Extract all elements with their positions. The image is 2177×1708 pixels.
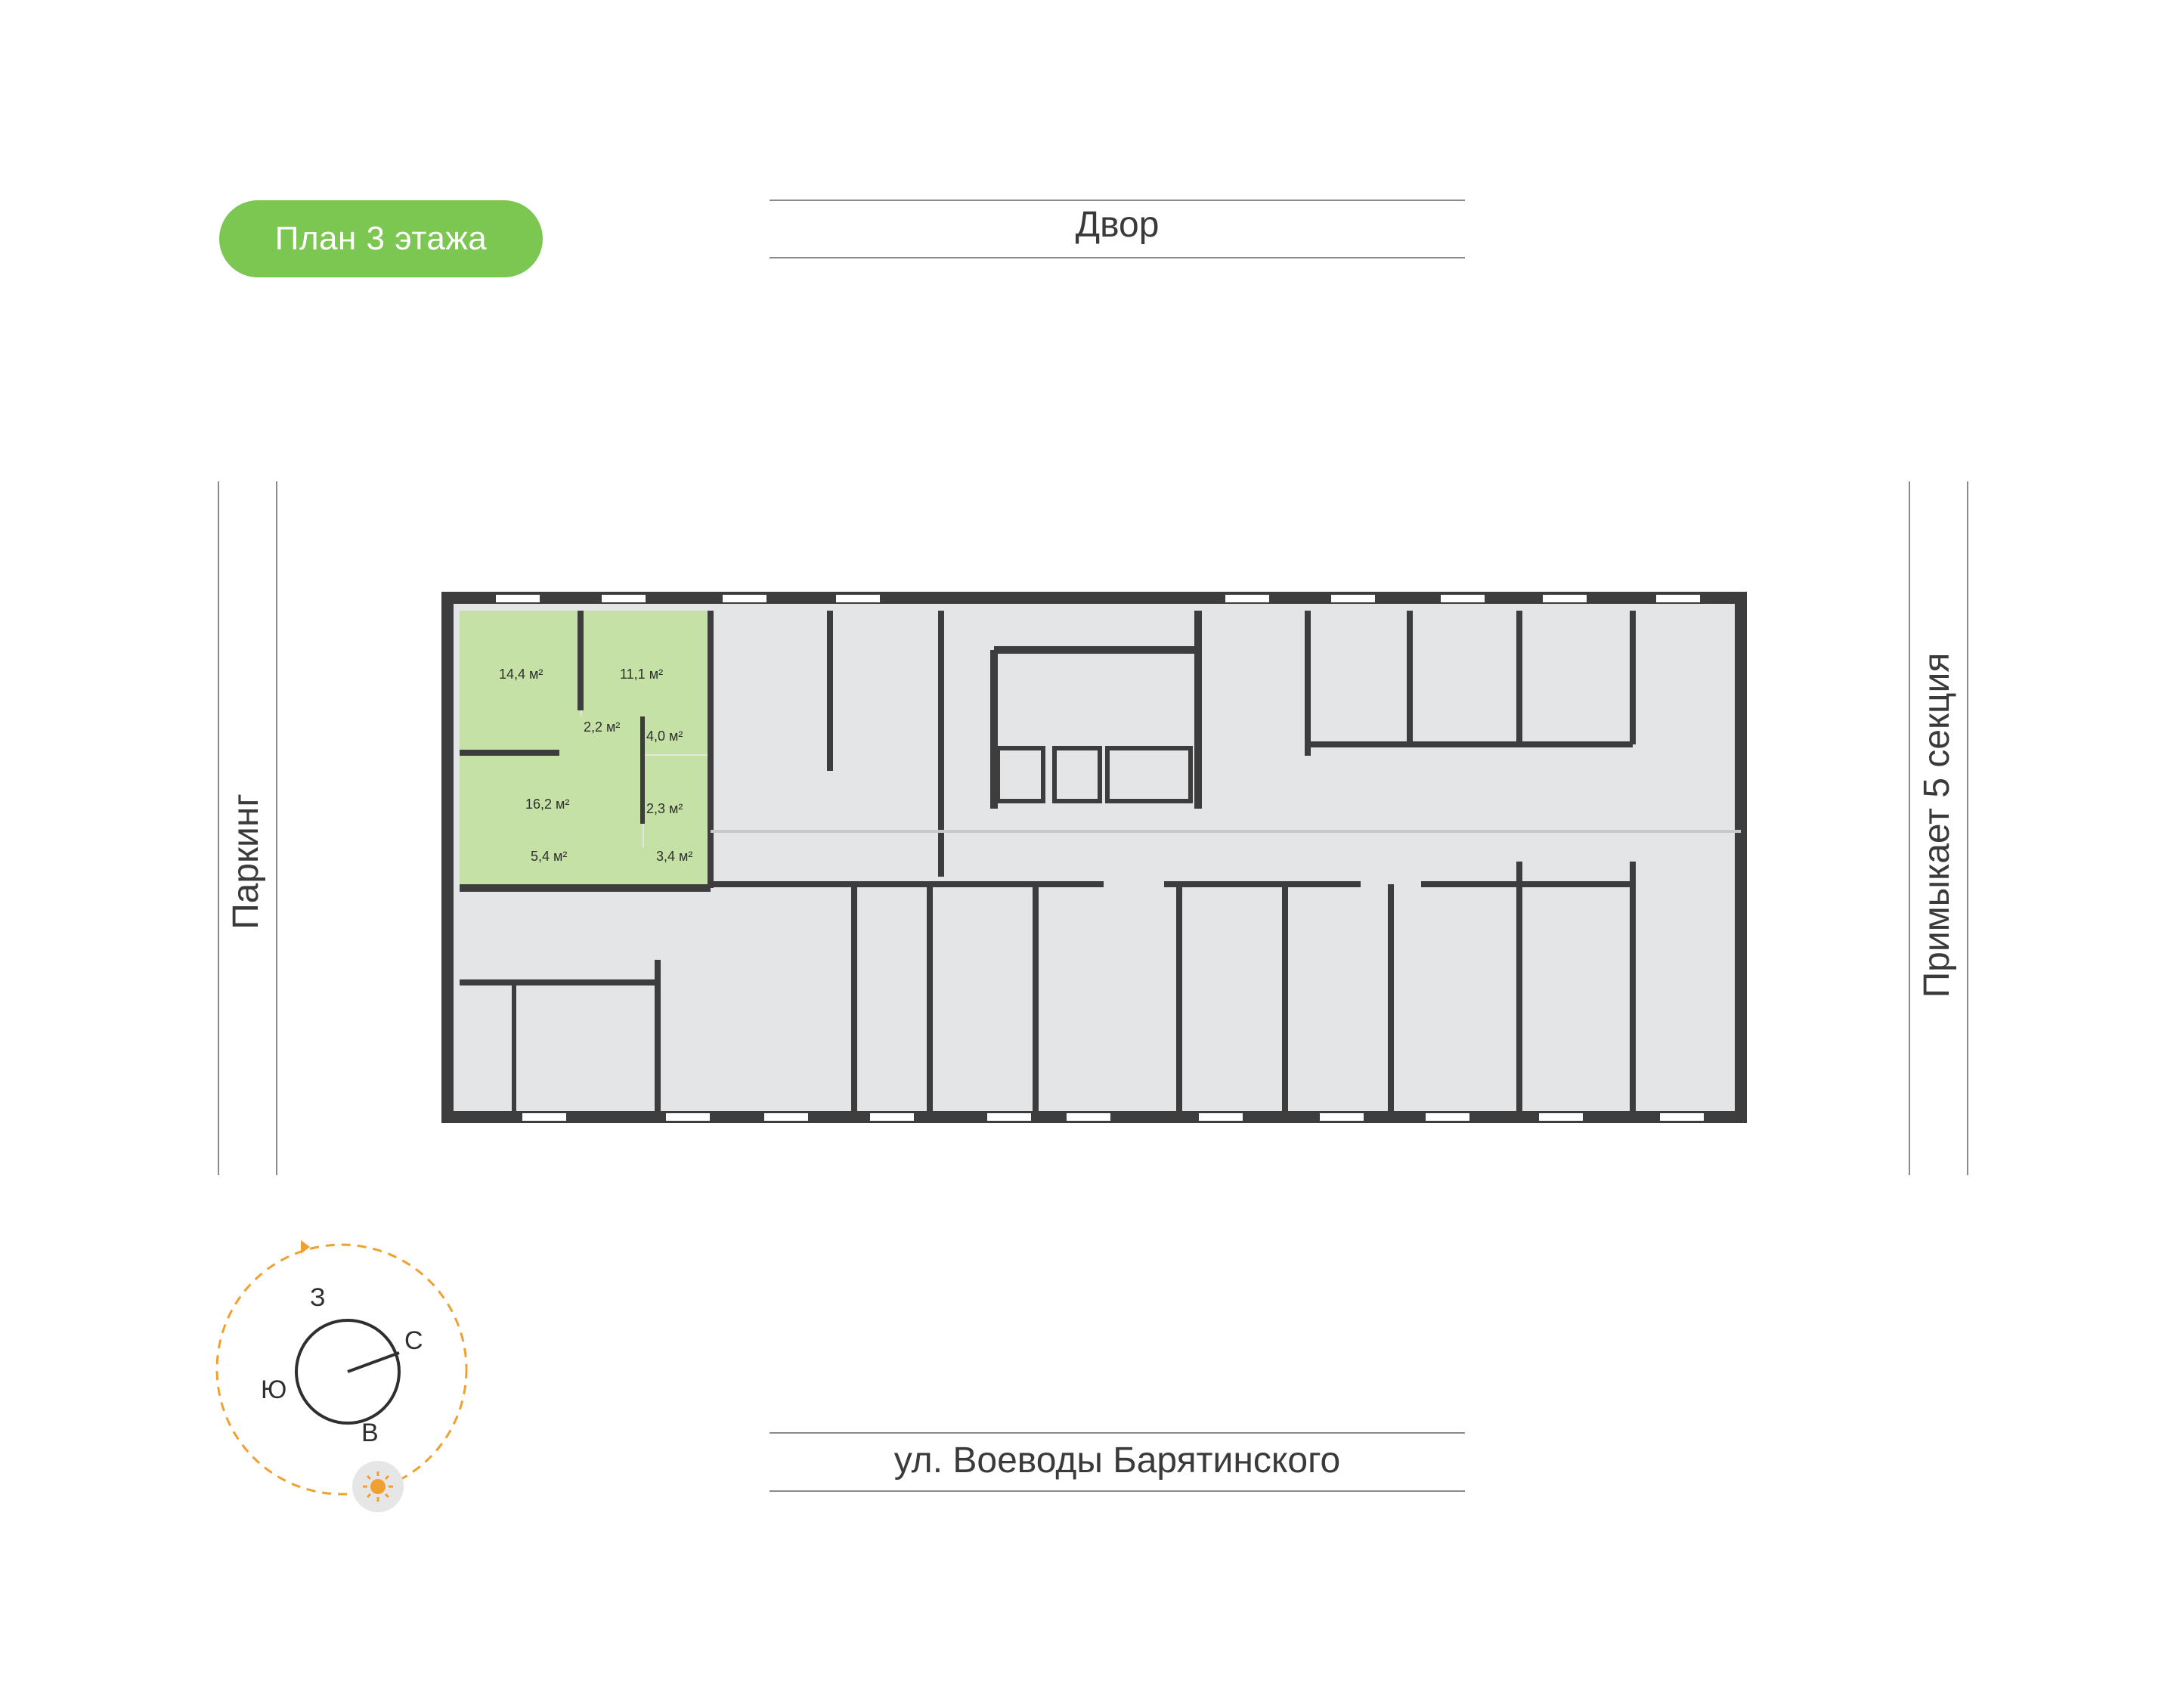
top-street-label: Двор xyxy=(1075,205,1160,245)
compass: З С Ю В xyxy=(215,1240,468,1512)
area-bath-2: 2,3 м² xyxy=(646,801,683,816)
apt-kitchen-living xyxy=(460,753,643,847)
compass-needle xyxy=(347,1351,400,1373)
compass-north: С xyxy=(404,1326,423,1355)
right-line-outer xyxy=(1967,481,1968,1175)
top-street-line-upper xyxy=(770,200,1465,201)
apt-bath-1 xyxy=(643,716,711,754)
floor-badge: План 3 этажа xyxy=(219,200,543,277)
right-line-inner xyxy=(1909,481,1910,1175)
apt-entry xyxy=(644,820,711,886)
left-line-inner xyxy=(276,481,277,1175)
compass-south: Ю xyxy=(261,1375,286,1404)
highlighted-apartment[interactable] xyxy=(460,611,711,886)
apt-hall xyxy=(559,716,643,754)
compass-sun-path xyxy=(215,1243,468,1496)
interior-walls xyxy=(460,611,1741,1117)
compass-dial xyxy=(295,1319,401,1425)
area-room-2: 11,1 м² xyxy=(620,667,663,682)
area-entry: 3,4 м² xyxy=(656,849,692,864)
apt-room-2 xyxy=(582,611,711,716)
compass-west: З xyxy=(310,1283,326,1312)
left-line-outer xyxy=(218,481,219,1175)
top-street-line-lower xyxy=(770,257,1465,258)
floor-badge-label: План 3 этажа xyxy=(274,220,488,257)
area-bath-1: 4,0 м² xyxy=(646,729,683,744)
area-kitchen-living: 16,2 м² xyxy=(525,797,569,812)
area-hall: 2,2 м² xyxy=(584,719,620,735)
apt-kitchen-zone xyxy=(460,847,644,886)
windows xyxy=(494,593,1705,1122)
bottom-street-line-upper xyxy=(770,1432,1465,1434)
compass-east: В xyxy=(361,1419,379,1447)
compass-path-arrow xyxy=(301,1240,310,1254)
area-room-1: 14,4 м² xyxy=(499,667,543,682)
apt-bath-2 xyxy=(643,756,711,820)
bottom-street-label: ул. Воеводы Барятинского xyxy=(893,1440,1341,1481)
area-kitchen-zone: 5,4 м² xyxy=(531,849,567,864)
sun-icon xyxy=(352,1461,404,1512)
bottom-street-line-lower xyxy=(770,1490,1465,1492)
